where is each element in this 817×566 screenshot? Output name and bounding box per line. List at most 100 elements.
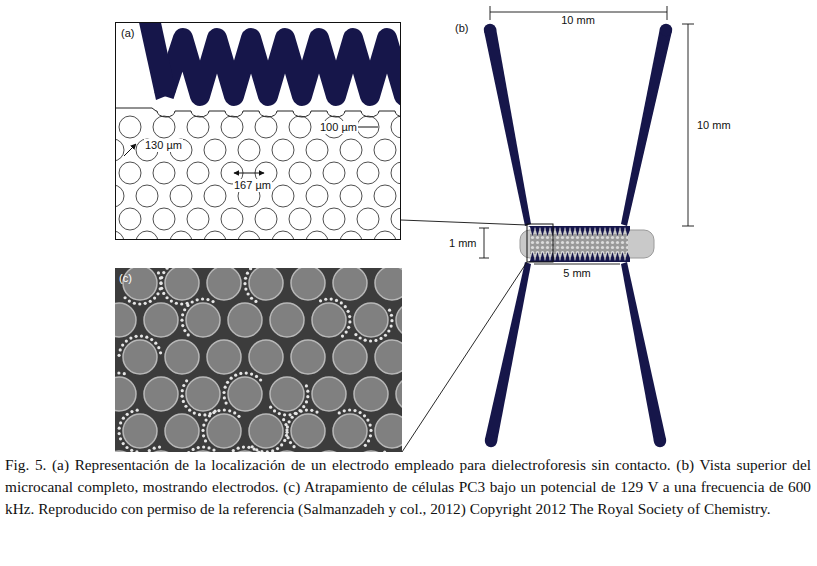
pillar [340, 231, 362, 240]
trapped-cell [122, 442, 125, 445]
pillar [270, 377, 304, 411]
trapped-cell [259, 378, 262, 381]
pillar [375, 414, 402, 448]
trapped-cell [226, 381, 229, 384]
electrode [164, 38, 401, 96]
trapped-cell [162, 292, 165, 295]
trapped-cell [324, 298, 327, 301]
trapped-cell [390, 314, 393, 317]
trapped-cell [130, 410, 133, 413]
trapped-cell [234, 374, 237, 377]
trapped-cell [288, 420, 291, 423]
electrode-arm [621, 28, 672, 226]
pillar [249, 414, 283, 448]
pillar [136, 231, 158, 240]
trapped-cell [285, 431, 288, 434]
trapped-cell [148, 449, 151, 452]
trapped-cell [212, 449, 215, 452]
trapped-cell [287, 436, 290, 439]
trapped-cell [310, 409, 313, 412]
pillar [357, 208, 379, 230]
trapped-cell [181, 324, 184, 327]
pillar [272, 185, 294, 207]
pillar [333, 414, 367, 448]
electrode-arm [484, 28, 531, 226]
trapped-cell [252, 447, 255, 450]
dimension-line [490, 12, 667, 13]
trapped-cell [243, 282, 246, 285]
pillar [144, 303, 178, 337]
trapped-cell [140, 334, 143, 337]
trapped-cell [136, 409, 139, 412]
microchannel-device [401, 6, 694, 452]
pillar [115, 303, 136, 337]
trapped-cell [244, 287, 247, 290]
trapped-cell [247, 446, 250, 449]
trapped-cell [384, 334, 387, 337]
trapped-cell [150, 338, 153, 341]
pillar [340, 139, 362, 161]
comb-electrode [528, 226, 630, 236]
trapped-cell [181, 313, 184, 316]
trapped-cell [305, 384, 308, 387]
trapped-cell [185, 379, 188, 382]
pillar [186, 377, 220, 411]
pillar [187, 208, 209, 230]
trapped-cell [255, 375, 258, 378]
trapped-cell [158, 445, 161, 448]
trapped-cell [217, 409, 220, 412]
dimension-label: 130 µm [144, 139, 183, 152]
trapped-cell [182, 384, 185, 387]
trapped-cell [260, 450, 263, 452]
trapped-cell [364, 339, 367, 342]
trapped-cell [388, 309, 391, 312]
pillar [165, 340, 199, 374]
trapped-cell [207, 446, 210, 449]
trapped-cell [302, 405, 305, 408]
pitch-arrow [234, 173, 264, 174]
pillar [123, 414, 157, 448]
diameter-line [358, 127, 378, 128]
electrode-detail [115, 22, 401, 240]
trapped-cell [369, 339, 372, 342]
trapped-cell [159, 282, 162, 285]
trapped-cell [347, 326, 350, 329]
pillar [115, 139, 124, 161]
trapped-cell [217, 452, 220, 453]
trapped-cell [288, 413, 291, 416]
trapped-cell [121, 344, 124, 347]
dimension-line [667, 6, 668, 20]
trapped-cell [184, 405, 187, 408]
trapped-cell [286, 425, 289, 428]
pillar [357, 116, 379, 138]
dimension-line [402, 262, 527, 452]
trapped-cell [224, 386, 227, 389]
pillar [249, 268, 283, 300]
pillar [391, 208, 401, 230]
pillar [333, 268, 367, 300]
trapped-cell [348, 408, 351, 411]
diameter-arrow [124, 144, 136, 156]
pillar [144, 377, 178, 411]
pillar [238, 139, 260, 161]
trapped-cell [175, 302, 178, 305]
trapped-cell [348, 315, 351, 318]
trapped-cell [125, 446, 128, 449]
trapped-cell [193, 412, 196, 415]
trapped-cell [335, 299, 338, 302]
zoom-box [527, 224, 553, 262]
dimension-line [682, 226, 694, 227]
trapped-cell [203, 413, 206, 416]
trapped-cell [305, 400, 308, 403]
trapped-cell [183, 329, 186, 332]
trapped-cell [202, 445, 205, 448]
trapped-cell [198, 413, 201, 416]
trapped-cell [280, 443, 283, 446]
trapped-cell [239, 372, 242, 375]
trapped-cell [208, 414, 211, 417]
trapped-cell [291, 416, 294, 419]
trapped-cell [249, 268, 252, 270]
pillar [119, 208, 141, 230]
pillar [312, 377, 346, 411]
pillar [289, 208, 311, 230]
